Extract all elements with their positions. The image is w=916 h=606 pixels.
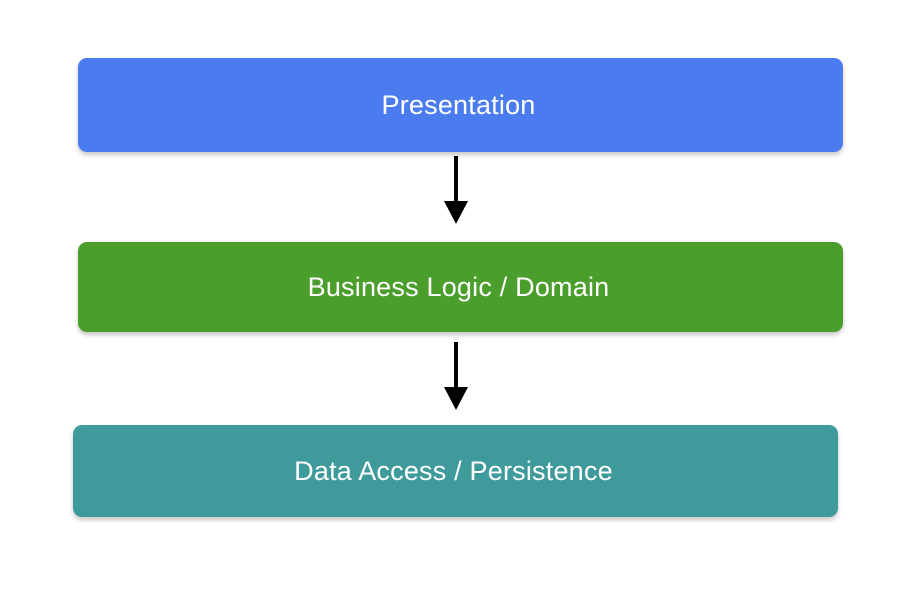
down-arrow-icon [444, 156, 468, 224]
layer-node-business-logic[interactable]: Business Logic / Domain [78, 242, 843, 332]
down-arrow-icon [444, 342, 468, 410]
layer-node-presentation[interactable]: Presentation [78, 58, 843, 152]
layer-node-data-access[interactable]: Data Access / Persistence [73, 425, 838, 517]
arrow-business-logic-to-data-access [434, 342, 478, 412]
arrow-presentation-to-business-logic [434, 156, 478, 226]
layer-label-presentation: Presentation [381, 89, 536, 120]
layer-label-business-logic: Business Logic / Domain [307, 271, 610, 302]
layer-label-data-access: Data Access / Persistence [294, 455, 613, 486]
